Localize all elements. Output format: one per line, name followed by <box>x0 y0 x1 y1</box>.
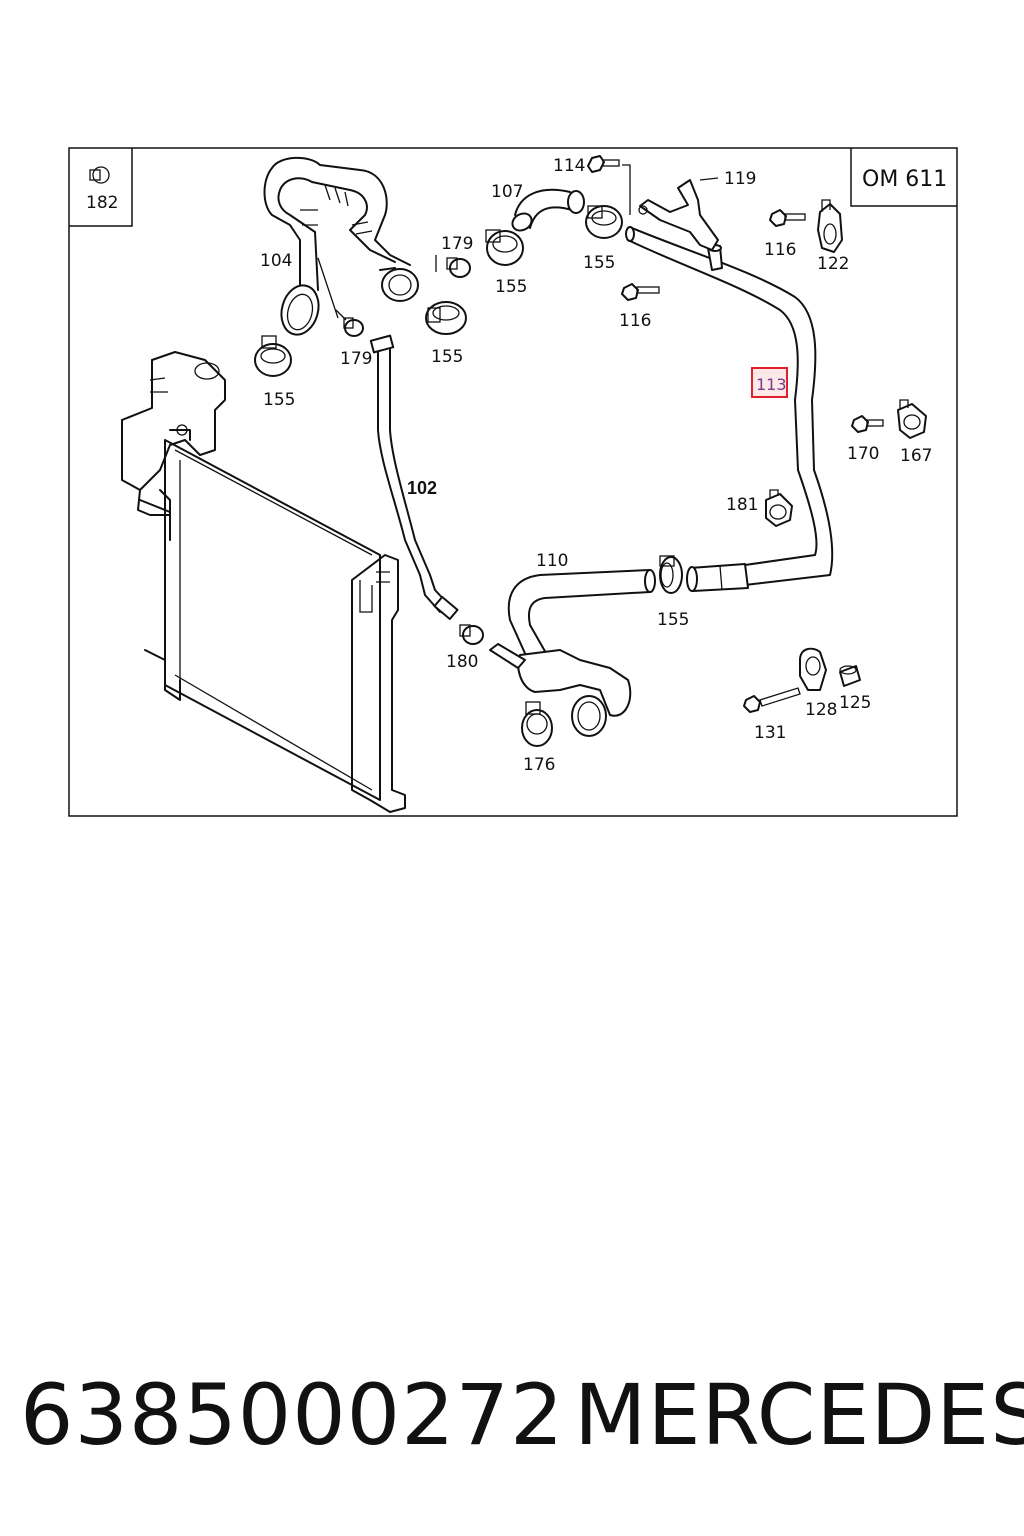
hose-110 <box>489 569 656 737</box>
clamp-155-mid <box>425 301 467 335</box>
sleeve-125 <box>839 665 861 687</box>
callout-110: 110 <box>536 551 568 571</box>
clip-181 <box>765 489 793 527</box>
bolt-116-right <box>769 209 806 227</box>
callout-181: 181 <box>726 495 758 515</box>
diagram-frame <box>68 147 958 817</box>
callout-176: 176 <box>523 755 555 775</box>
callout-155-right: 155 <box>657 610 689 630</box>
clamp-179-lower <box>335 309 364 337</box>
clip-128 <box>799 647 827 691</box>
callout-167: 167 <box>900 446 932 466</box>
clip-122 <box>817 199 843 253</box>
hose-113 <box>625 226 834 592</box>
clamp-180 <box>459 624 484 645</box>
inset-part-label: 182 <box>86 193 118 213</box>
callout-116-mid: 116 <box>619 311 651 331</box>
callout-170: 170 <box>847 444 879 464</box>
callout-labels: 102 104 107 110 114 116 116 119 122 125 … <box>260 156 932 775</box>
callout-116-right: 116 <box>764 240 796 260</box>
part-number: 6385000272 <box>20 1366 565 1464</box>
callout-155-upper-left: 155 <box>263 390 295 410</box>
clamp-155-right <box>659 555 683 594</box>
clamp-155-107-right <box>585 205 623 239</box>
clamp-179-upper <box>435 255 471 278</box>
parts-diagram: 182 OM 611 <box>68 147 958 817</box>
engine-label: OM 611 <box>862 167 947 192</box>
bracket-119 <box>638 177 719 251</box>
bolt-131 <box>743 687 801 713</box>
callout-102: 102 <box>407 478 437 498</box>
footer: 6385000272 MERCEDES <box>0 1366 1024 1466</box>
callout-155-mid: 155 <box>431 347 463 367</box>
callout-122: 122 <box>817 254 849 274</box>
callout-107: 107 <box>491 182 523 202</box>
callout-119: 119 <box>724 169 756 189</box>
callout-125: 125 <box>839 693 871 713</box>
callout-179-upper: 179 <box>441 234 473 254</box>
callout-180: 180 <box>446 652 478 672</box>
callout-155-107-right: 155 <box>583 253 615 273</box>
radiator <box>121 351 406 813</box>
clip-167 <box>897 399 927 439</box>
clip-icon <box>89 166 110 184</box>
clamp-176 <box>521 701 553 747</box>
inset-box-182: 182 <box>69 148 133 227</box>
callout-113-highlight[interactable]: 113 <box>751 367 788 398</box>
hose-107 <box>511 188 585 232</box>
hose-104 <box>263 156 419 336</box>
callout-155-107-left: 155 <box>495 277 527 297</box>
callout-114: 114 <box>553 156 585 176</box>
callout-179-lower: 179 <box>340 349 372 369</box>
hose-102 <box>369 334 459 621</box>
bolt-116-mid <box>621 283 660 301</box>
brand-name: MERCEDES <box>574 1366 1024 1464</box>
bolt-170 <box>851 415 884 433</box>
callout-113: 113 <box>756 375 787 394</box>
bolt-114 <box>587 155 631 215</box>
clamp-155-107-left <box>485 229 524 266</box>
callout-104: 104 <box>260 251 292 271</box>
callout-131: 131 <box>754 723 786 743</box>
clamp-155-upper-left <box>254 335 292 377</box>
highlight-box <box>751 367 788 398</box>
engine-box: OM 611 <box>850 148 957 207</box>
callout-128: 128 <box>805 700 837 720</box>
